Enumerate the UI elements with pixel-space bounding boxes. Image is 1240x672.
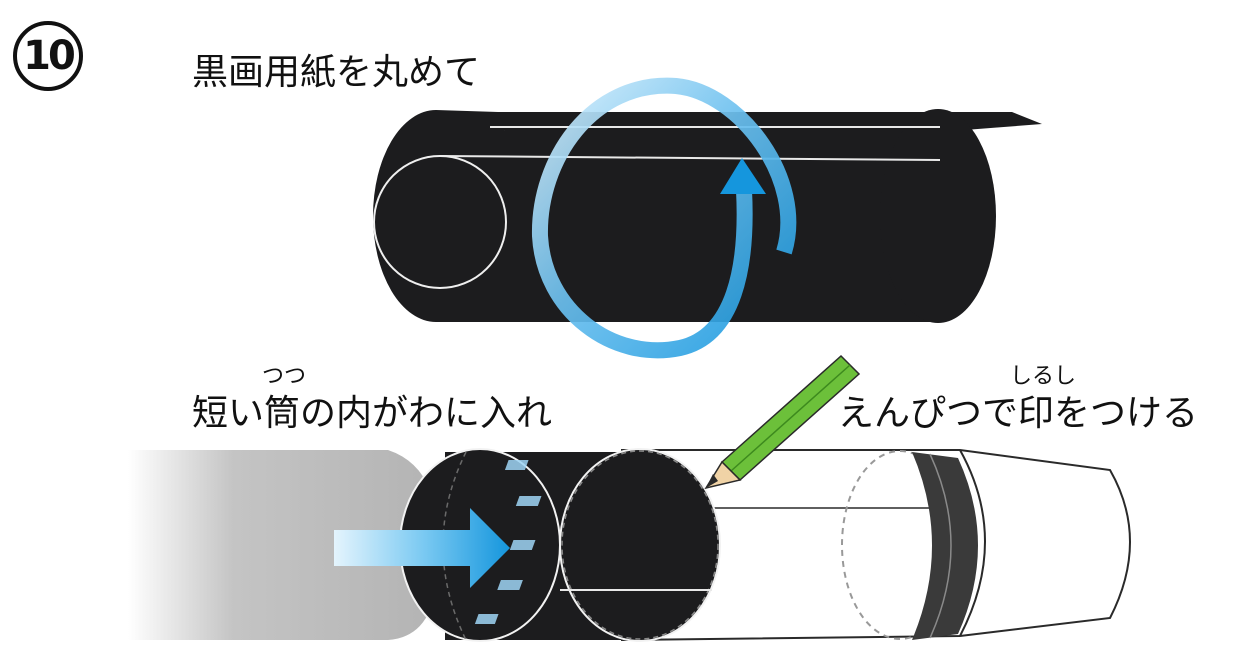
insert-ruby: つつ	[262, 364, 307, 389]
tube-rim	[912, 452, 978, 640]
paper-roll-body	[373, 110, 938, 322]
outer-tube	[621, 449, 1131, 642]
rolled-black-paper	[373, 109, 1042, 323]
mark-ruby: しるし	[1010, 364, 1077, 389]
step-number: 10	[23, 33, 76, 79]
roll-opening	[373, 155, 507, 289]
step-roll-label: 黒画用紙を丸めて	[192, 52, 481, 93]
hand-shadow	[128, 450, 430, 640]
roll-end-face	[880, 109, 996, 323]
pencil-marks	[474, 460, 542, 624]
rotate-arrow-icon	[531, 77, 797, 359]
push-arrow-icon	[334, 508, 510, 588]
step-mark-label: えんぴつで印をつける	[838, 393, 1199, 434]
step-number-badge: 10	[13, 21, 83, 91]
pencil-icon	[704, 354, 861, 490]
step-insert-label: 短い筒の内がわに入れ	[192, 393, 553, 434]
